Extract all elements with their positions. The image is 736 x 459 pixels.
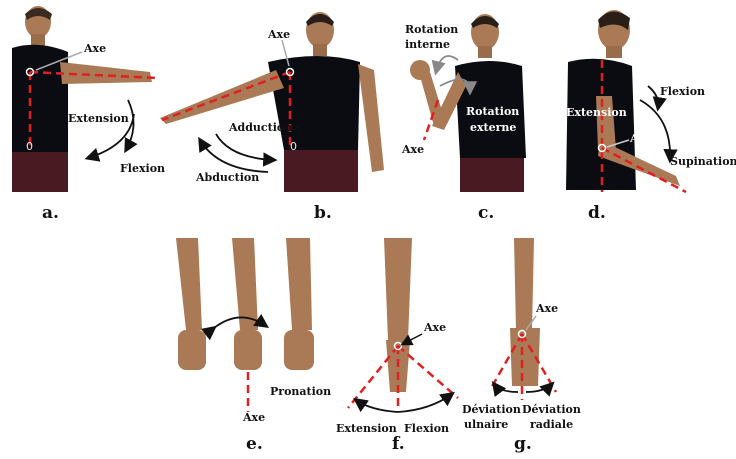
label-rotation-externe-line1: Rotation xyxy=(466,105,519,118)
label-deviation-radiale-line2: radiale xyxy=(530,418,573,431)
panel-b: Axe Adduction Abduction 0 b. xyxy=(160,12,384,223)
label-extension-d: Extension xyxy=(566,106,627,119)
arc-rotation-externe-c xyxy=(436,56,458,72)
panel-c: Rotation interne Rotation externe Axe c. xyxy=(401,14,526,223)
axis-b-diagonal xyxy=(162,72,290,120)
label-deviation-ulnaire-line2: ulnaire xyxy=(464,418,508,431)
panel-a: Axe Extension Flexion 0 a. xyxy=(12,6,165,223)
panel-letter-e: e. xyxy=(246,434,263,454)
label-axe-d: Axe xyxy=(629,132,652,145)
label-flexion-d: Flexion xyxy=(660,85,705,98)
panel-g: Axe Déviation ulnaire Déviation radiale … xyxy=(462,238,581,454)
label-zero-b: 0 xyxy=(290,140,297,153)
figure-f-hand xyxy=(384,238,412,392)
label-pronation-e: Pronation xyxy=(270,385,331,398)
label-extension-a: Extension xyxy=(68,112,129,125)
panel-letter-b: b. xyxy=(314,203,332,223)
label-deviation-ulnaire-line1: Déviation xyxy=(462,403,521,416)
label-flexion-a: Flexion xyxy=(120,162,165,175)
panel-d: Extension Flexion Axe Supination d. xyxy=(566,10,736,223)
label-supination-d: Supination xyxy=(670,155,736,168)
label-axe-e: Axe xyxy=(242,411,265,424)
panel-letter-d: d. xyxy=(588,203,606,223)
panel-letter-f: f. xyxy=(392,434,405,454)
arc-adduction-b xyxy=(216,134,274,160)
panel-letter-a: a. xyxy=(42,203,59,223)
label-deviation-radiale-line1: Déviation xyxy=(522,403,581,416)
panel-f: Axe Extension Flexion f. xyxy=(336,238,458,454)
arc-flexion-d-top xyxy=(648,86,658,108)
figure-e-forearms xyxy=(176,238,314,370)
panel-letter-g: g. xyxy=(514,434,532,454)
label-adduction-b: Adduction xyxy=(228,121,292,134)
label-rotation-interne-line1: Rotation xyxy=(405,23,458,36)
panel-e: Pronation Axe e. xyxy=(176,238,331,454)
label-zero-a: 0 xyxy=(26,140,33,153)
label-rotation-externe-line2: externe xyxy=(470,121,516,134)
panel-letter-c: c. xyxy=(478,203,494,223)
arc-extension-a xyxy=(126,100,134,150)
label-axe-b: Axe xyxy=(267,28,290,41)
label-flexion-f: Flexion xyxy=(404,422,449,435)
figure-d-body xyxy=(566,10,680,190)
label-extension-f: Extension xyxy=(336,422,397,435)
arc-extension-f xyxy=(356,400,398,412)
label-axe-a: Axe xyxy=(83,42,106,55)
label-axe-f: Axe xyxy=(423,321,446,334)
arc-abduction-b xyxy=(200,140,268,172)
arc-flexion-f xyxy=(398,394,452,412)
label-abduction-b: Abduction xyxy=(195,171,259,184)
label-axe-g: Axe xyxy=(535,302,558,315)
arc-supination-d xyxy=(640,100,670,160)
label-rotation-interne-line2: interne xyxy=(405,38,450,51)
label-axe-c: Axe xyxy=(401,143,424,156)
